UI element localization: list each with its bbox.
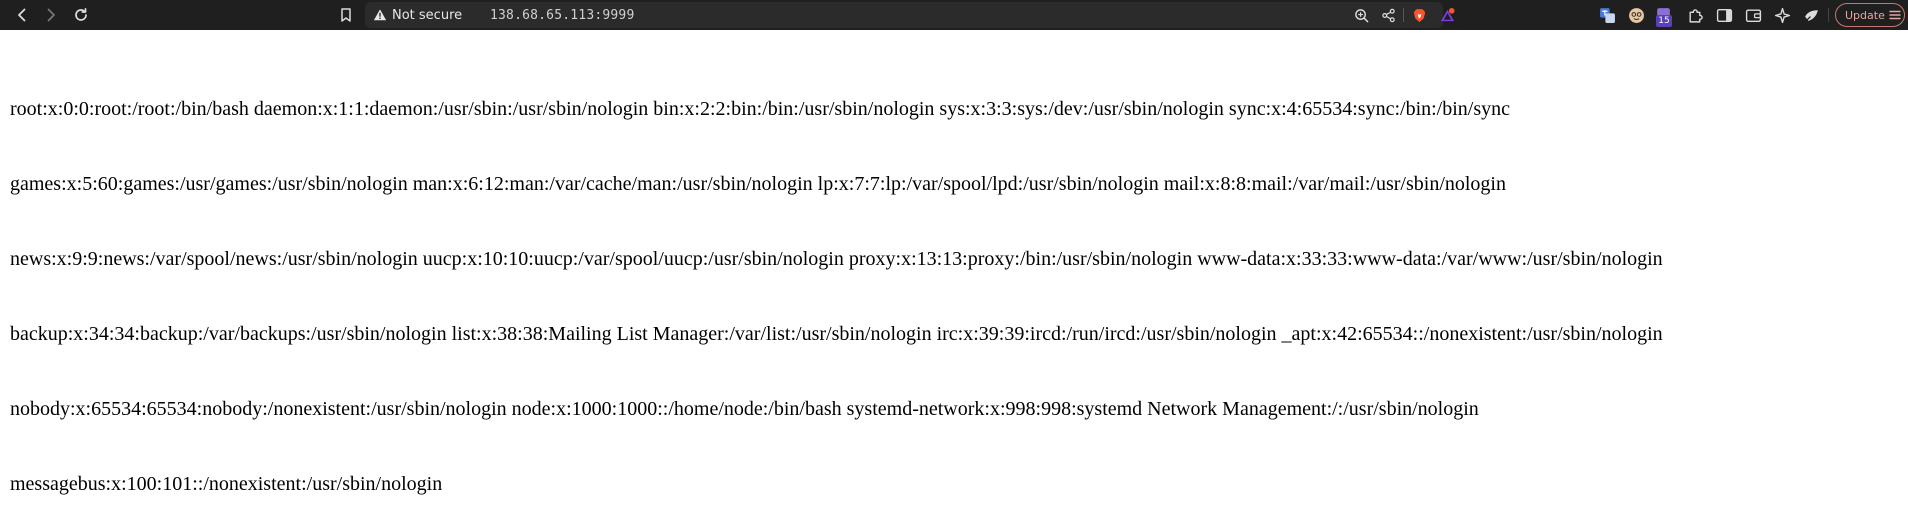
extensions-button[interactable] bbox=[1684, 4, 1706, 26]
zoom-button[interactable] bbox=[1351, 5, 1371, 25]
site-security-indicator[interactable]: Not secure bbox=[373, 2, 462, 28]
bookmark-button[interactable] bbox=[335, 4, 357, 26]
brave-shields-button[interactable] bbox=[1409, 5, 1429, 25]
puzzle-icon bbox=[1688, 8, 1703, 23]
warning-triangle-icon bbox=[373, 9, 387, 21]
passwd-line: backup:x:34:34:backup:/var/backups:/usr/… bbox=[10, 323, 1663, 345]
passwd-line: nobody:x:65534:65534:nobody:/nonexistent… bbox=[10, 398, 1479, 420]
translate-extension[interactable] bbox=[1596, 4, 1618, 26]
browser-toolbar: Not secure 138.68.65.113:9999 bbox=[0, 0, 1908, 30]
brave-rewards-button[interactable] bbox=[1437, 5, 1457, 25]
brave-shield-icon bbox=[1413, 8, 1425, 22]
vpn-icon bbox=[1804, 9, 1818, 22]
counter-extension[interactable] bbox=[1652, 4, 1674, 26]
share-button[interactable] bbox=[1378, 5, 1398, 25]
share-icon bbox=[1381, 8, 1395, 22]
url-divider bbox=[1403, 8, 1404, 22]
toolbar-divider bbox=[1828, 8, 1829, 22]
hamburger-menu-icon bbox=[1889, 10, 1901, 20]
reload-button[interactable] bbox=[70, 4, 92, 26]
passwd-line: messagebus:x:100:101::/nonexistent:/usr/… bbox=[10, 473, 443, 495]
sidebar-button[interactable] bbox=[1713, 4, 1735, 26]
extension-badge-icon bbox=[1656, 7, 1670, 17]
update-button[interactable]: Update bbox=[1835, 3, 1905, 27]
zoom-icon bbox=[1354, 8, 1368, 22]
translate-icon bbox=[1599, 7, 1615, 23]
security-label: Not secure bbox=[392, 7, 463, 23]
back-button[interactable] bbox=[11, 4, 33, 26]
wallet-icon bbox=[1745, 8, 1761, 22]
brave-rewards-icon bbox=[1440, 7, 1455, 21]
sidebar-icon bbox=[1716, 8, 1732, 22]
vpn-button[interactable] bbox=[1800, 4, 1822, 26]
back-arrow-icon bbox=[18, 8, 26, 22]
leo-ai-icon bbox=[1774, 7, 1790, 23]
extension-badge-count: 15 bbox=[1656, 15, 1672, 27]
leo-ai-button[interactable] bbox=[1771, 4, 1793, 26]
passwd-line: games:x:5:60:games:/usr/games:/usr/sbin/… bbox=[10, 173, 1506, 195]
address-bar[interactable]: Not secure 138.68.65.113:9999 bbox=[365, 2, 1455, 28]
forward-button[interactable] bbox=[40, 4, 62, 26]
passwd-line: root:x:0:0:root:/root:/bin/bash daemon:x… bbox=[10, 98, 1511, 120]
reload-icon bbox=[75, 7, 87, 21]
wallet-button[interactable] bbox=[1742, 4, 1764, 26]
avatar-extension[interactable] bbox=[1625, 4, 1647, 26]
avatar-extension-icon bbox=[1628, 7, 1644, 23]
page-content: root:x:0:0:root:/root:/bin/bash daemon:x… bbox=[10, 47, 1900, 522]
update-label: Update bbox=[1845, 8, 1885, 22]
url-text[interactable]: 138.68.65.113:9999 bbox=[490, 7, 635, 23]
bookmark-icon bbox=[341, 8, 351, 22]
passwd-line: news:x:9:9:news:/var/spool/news:/usr/sbi… bbox=[10, 248, 1663, 270]
forward-arrow-icon bbox=[47, 8, 55, 22]
